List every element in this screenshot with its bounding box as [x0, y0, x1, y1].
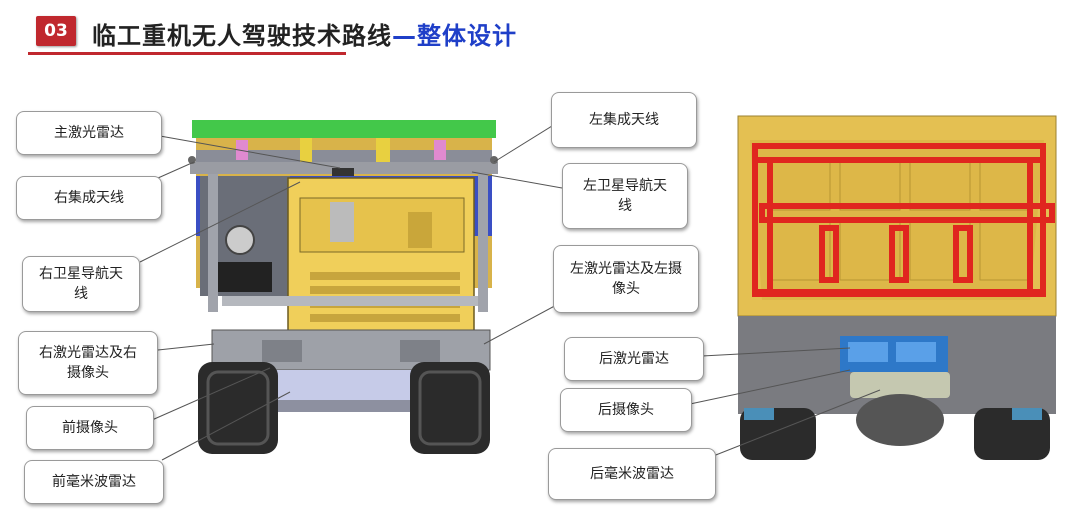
title-sub: —整体设计	[392, 22, 517, 50]
rear-left-tire	[740, 408, 816, 460]
callout-rear-camera: 后摄像头	[560, 388, 692, 432]
left-antenna-sensor	[490, 156, 498, 164]
front-right-tire	[410, 362, 490, 454]
main-lidar-sensor	[332, 168, 354, 176]
title-main: 临工重机无人驾驶技术路线	[92, 22, 392, 50]
callout-left-lidar-camera: 左激光雷达及左摄像头	[553, 245, 699, 313]
callout-right-gnss: 右卫星导航天线	[22, 256, 140, 312]
callout-front-camera: 前摄像头	[26, 406, 154, 450]
section-number-badge: 03	[36, 16, 76, 46]
rear-frame-overlay	[752, 143, 1055, 297]
callout-right-lidar-camera: 右激光雷达及右摄像头	[18, 331, 158, 395]
callout-rear-radar: 后毫米波雷达	[548, 448, 716, 500]
callout-rear-lidar: 后激光雷达	[564, 337, 704, 381]
callout-left-gnss: 左卫星导航天线	[562, 163, 688, 229]
front-left-tire	[198, 362, 278, 454]
callout-left-antenna: 左集成天线	[551, 92, 697, 148]
callout-right-antenna: 右集成天线	[16, 176, 162, 220]
slide-title: 临工重机无人驾驶技术路线—整体设计	[92, 16, 517, 51]
callout-front-radar: 前毫米波雷达	[24, 460, 164, 504]
callout-main-lidar: 主激光雷达	[16, 111, 162, 155]
roof-rail	[192, 120, 496, 138]
slide-header: 03 临工重机无人驾驶技术路线—整体设计	[28, 12, 588, 58]
title-underline	[28, 52, 346, 55]
rear-right-tire	[974, 408, 1050, 460]
